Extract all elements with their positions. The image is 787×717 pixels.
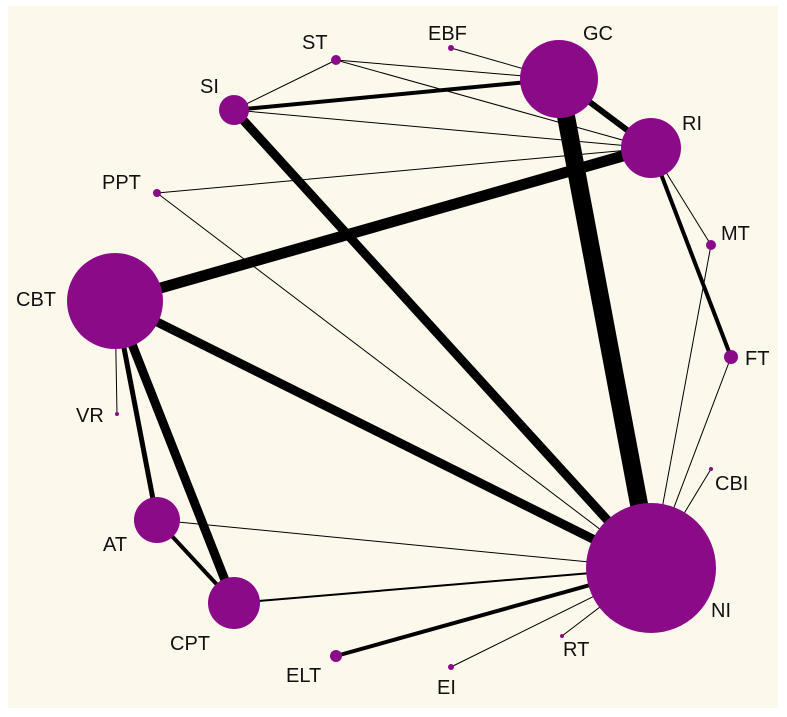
node-ei [448,664,454,670]
node-elt [330,650,342,662]
node-label-ni: NI [711,600,731,622]
node-label-cpt: CPT [170,633,210,655]
node-label-ri: RI [682,113,702,135]
edge-si-ri [233,109,652,149]
node-rt [560,634,564,638]
edge-cbt-cpt [110,299,239,605]
edge-si-gc [233,77,560,112]
edge-cpt-ni [233,567,652,604]
edge-st-si [233,59,337,111]
edge-at-ni [156,519,652,569]
node-label-gc: GC [583,23,613,45]
node-label-si: SI [200,76,219,98]
node-at [134,497,180,543]
node-ri [621,118,681,178]
node-cpt [208,577,260,629]
node-label-ebf: EBF [428,23,467,45]
node-gc [520,40,598,118]
node-st [331,55,341,65]
node-vr [115,412,119,416]
edge-ppt-ri [156,147,652,194]
node-label-cbt: CBT [16,289,56,311]
edge-ri-cbt [113,142,653,307]
node-layer [67,40,738,670]
edge-ppt-ni [156,192,652,569]
node-cbt [67,253,163,349]
node-ft [724,350,738,364]
node-ni [586,503,716,633]
node-label-st: ST [302,32,328,54]
edge-cbt-ni [112,296,654,573]
node-label-vr: VR [76,405,104,427]
node-label-ppt: PPT [102,172,141,194]
node-ppt [153,189,161,197]
node-cbi [709,467,713,471]
node-ebf [448,45,454,51]
node-label-elt: ELT [286,665,321,687]
edge-si-ni [230,106,655,572]
edge-ri-ft [649,147,733,358]
node-label-at: AT [103,534,127,556]
node-label-cbi: CBI [715,473,748,495]
label-layer: GC EBF ST SI RI PPT MT CBT FT VR CBI AT NI CPT RT ELT EI [16,23,769,699]
node-mt [706,240,716,250]
node-si [219,95,249,125]
node-label-ei: EI [437,677,456,699]
edge-gc-ni [550,77,660,570]
node-label-mt: MT [721,223,750,245]
node-label-ft: FT [745,348,769,370]
edge-st-ri [335,59,652,149]
node-label-rt: RT [563,639,589,661]
